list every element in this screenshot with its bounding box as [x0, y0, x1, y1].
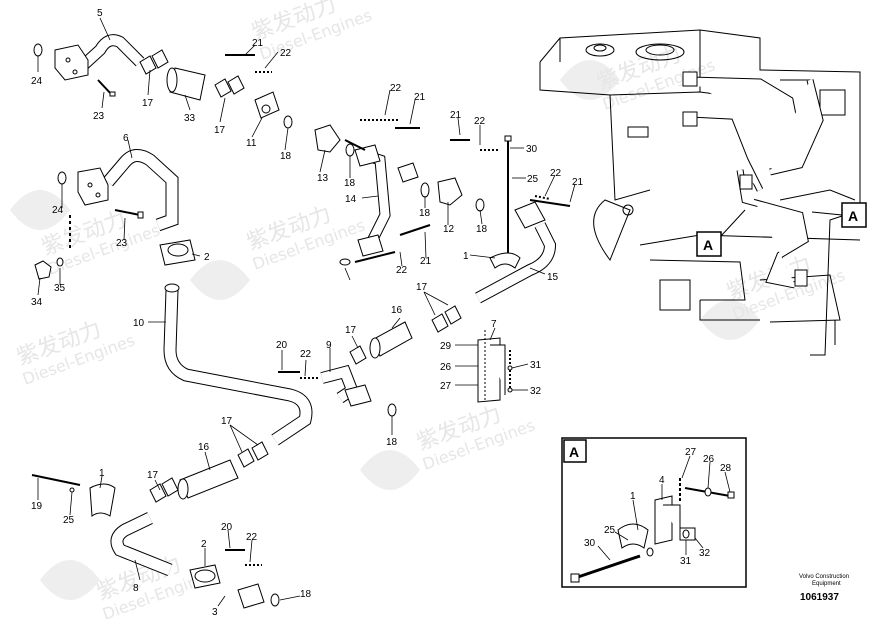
callout-label: 21: [252, 38, 264, 49]
callout-label: 18: [476, 224, 488, 235]
machine-hoses: [682, 71, 824, 289]
callout-label: 17: [345, 325, 357, 336]
callout-label: 17: [214, 125, 226, 136]
callout-label: 22: [550, 168, 562, 179]
maker-line-2: Equipment: [812, 581, 841, 587]
callout-label: 7: [491, 319, 497, 330]
callout-label: 30: [584, 538, 596, 549]
callout-label: 25: [604, 525, 616, 536]
callout-label: 4: [659, 475, 665, 486]
watermark-logo: [10, 60, 760, 600]
callout-label: 26: [440, 362, 452, 373]
reference-label-A: A: [811, 202, 867, 228]
callout-label: 18: [344, 178, 356, 189]
callout-label: 34: [31, 297, 43, 308]
callout-label: 33: [184, 113, 196, 124]
callout-label: 1: [630, 491, 636, 502]
svg-text:A: A: [703, 237, 713, 253]
callout-label: 18: [300, 589, 312, 600]
callout-label: 10: [133, 318, 145, 329]
callout-label: 22: [474, 116, 486, 127]
callout-label: 22: [300, 349, 312, 360]
callout-label: 11: [246, 138, 257, 149]
callout-label: 21: [450, 110, 462, 121]
callout-label: 20: [276, 340, 288, 351]
callout-label: 1: [463, 251, 469, 262]
callout-label: 18: [280, 151, 292, 162]
callout-label: 31: [680, 556, 692, 567]
callout-label: 27: [685, 447, 697, 458]
svg-text:A: A: [848, 208, 858, 224]
callout-label: 25: [527, 174, 539, 185]
callout-label: 32: [530, 386, 542, 397]
callout-label: 15: [547, 272, 559, 283]
callout-label: 20: [221, 522, 233, 533]
callout-label: 23: [93, 111, 105, 122]
callout-label: 5: [97, 8, 103, 19]
detail-frame: [561, 437, 747, 588]
leader-lines: [37, 17, 576, 607]
callout-label: 21: [414, 92, 426, 103]
callout-label: 2: [201, 539, 207, 550]
callout-label: 29: [440, 341, 452, 352]
callout-label: 25: [63, 515, 75, 526]
callout-label: 22: [390, 83, 402, 94]
callout-label: 35: [54, 283, 66, 294]
callout-label: 14: [345, 194, 357, 205]
callout-label: 3: [212, 607, 218, 618]
callout-label: 17: [147, 470, 159, 481]
callout-label: 30: [526, 144, 538, 155]
callout-label: 28: [720, 463, 732, 474]
callout-label: 18: [419, 208, 431, 219]
exploded-parts: [31, 34, 571, 609]
callout-label: 32: [699, 548, 711, 559]
callout-label: 22: [396, 265, 408, 276]
callout-label: 18: [386, 437, 398, 448]
callout-label: 24: [31, 76, 43, 87]
callout-label: 9: [326, 340, 332, 351]
callout-label: 17: [221, 416, 233, 427]
callout-label: 2: [204, 252, 210, 263]
callout-label: 24: [52, 205, 64, 216]
callout-label: 16: [391, 305, 403, 316]
callout-label: 17: [416, 282, 428, 293]
callout-label: 22: [280, 48, 292, 59]
callout-label: 16: [198, 442, 210, 453]
callout-label: 19: [31, 501, 43, 512]
callout-label: 8: [133, 583, 139, 594]
callout-label: 13: [317, 173, 329, 184]
callout-label: 12: [443, 224, 455, 235]
callout-label: 26: [703, 454, 715, 465]
callout-label: 17: [142, 98, 154, 109]
callout-label: 6: [123, 133, 129, 144]
callout-label: 27: [440, 381, 452, 392]
callout-label: 22: [246, 532, 258, 543]
callout-numbers: 5 24 17 23 33 17 21 22 11 18 22 21 13 18…: [31, 8, 584, 618]
callout-label: 21: [420, 256, 432, 267]
callout-label: 31: [530, 360, 542, 371]
callout-label: 1: [99, 468, 105, 479]
document-number: 1061937: [800, 592, 839, 603]
detail-view-a: A 27 26 28 1 4 25 30 31 32: [561, 437, 747, 588]
reference-label-A: A: [696, 209, 746, 257]
callout-label: 21: [572, 177, 584, 188]
detail-label: A: [569, 444, 579, 460]
maker-line-1: Volvo Construction: [799, 574, 849, 580]
callout-label: 23: [116, 238, 128, 249]
